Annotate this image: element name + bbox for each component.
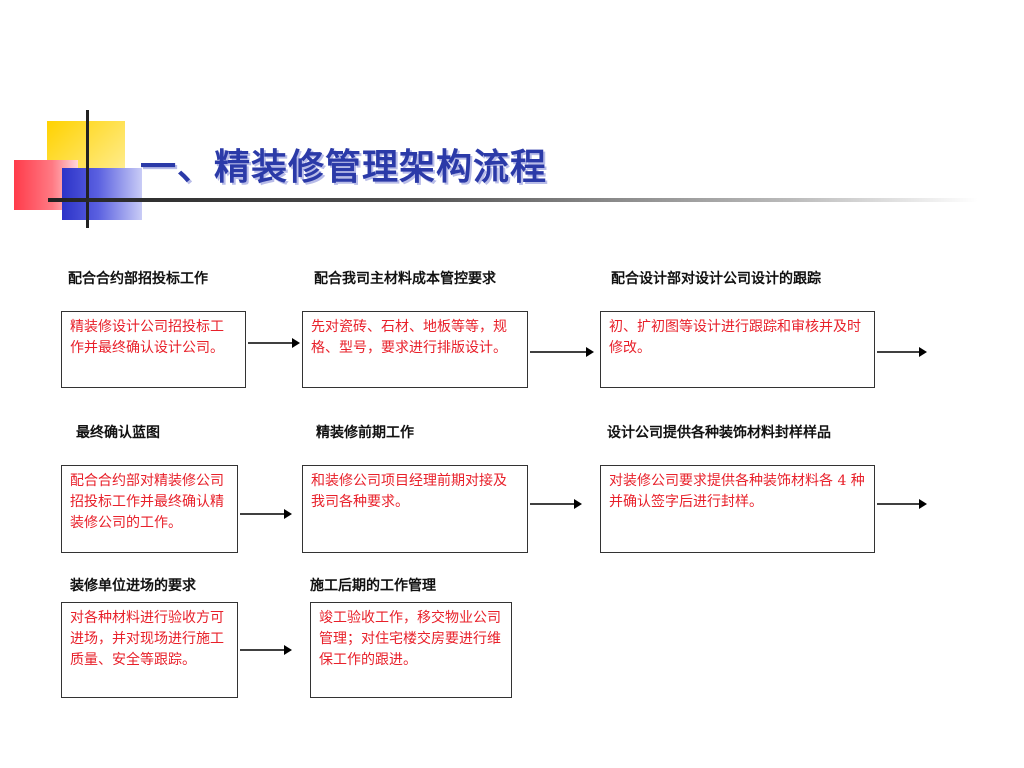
step-1-box: 精装修设计公司招投标工作并最终确认设计公司。 (61, 311, 246, 388)
step-3-box: 初、扩初图等设计进行跟踪和审核并及时修改。 (600, 311, 875, 388)
step-8-box: 竣工验收工作，移交物业公司管理；对住宅楼交房要进行维保工作的跟进。 (310, 602, 512, 698)
step-5-header: 精装修前期工作 (316, 425, 414, 441)
step-3-arrow (877, 346, 927, 358)
step-7-box: 对各种材料进行验收方可进场，并对现场进行施工质量、安全等跟踪。 (61, 602, 238, 698)
step-2-header: 配合我司主材料成本管控要求 (314, 271, 496, 287)
decor-vertical-line (86, 110, 89, 228)
step-1-header: 配合合约部招投标工作 (68, 271, 208, 287)
step-3-header: 配合设计部对设计公司设计的跟踪 (611, 271, 821, 287)
step-4-header: 最终确认蓝图 (76, 425, 160, 441)
step-7-header: 装修单位进场的要求 (70, 578, 196, 594)
page-title: 一、精装修管理架构流程 (140, 146, 548, 188)
step-1-arrow (248, 337, 300, 349)
step-5-arrow (530, 498, 582, 510)
step-2-box: 先对瓷砖、石材、地板等等，规格、型号，要求进行排版设计。 (302, 311, 528, 388)
step-6-header: 设计公司提供各种装饰材料封样样品 (607, 425, 831, 441)
step-4-arrow (240, 508, 292, 520)
step-8-header: 施工后期的工作管理 (310, 578, 436, 594)
step-6-box: 对装修公司要求提供各种装饰材料各 4 种并确认签字后进行封样。 (600, 465, 875, 553)
decor-blue-square (62, 168, 142, 220)
step-7-arrow (240, 644, 292, 656)
title-underline (48, 198, 978, 202)
step-2-arrow (530, 346, 594, 358)
step-4-box: 配合合约部对精装修公司招投标工作并最终确认精装修公司的工作。 (61, 465, 238, 553)
step-5-box: 和装修公司项目经理前期对接及我司各种要求。 (302, 465, 528, 553)
step-6-arrow (877, 498, 927, 510)
